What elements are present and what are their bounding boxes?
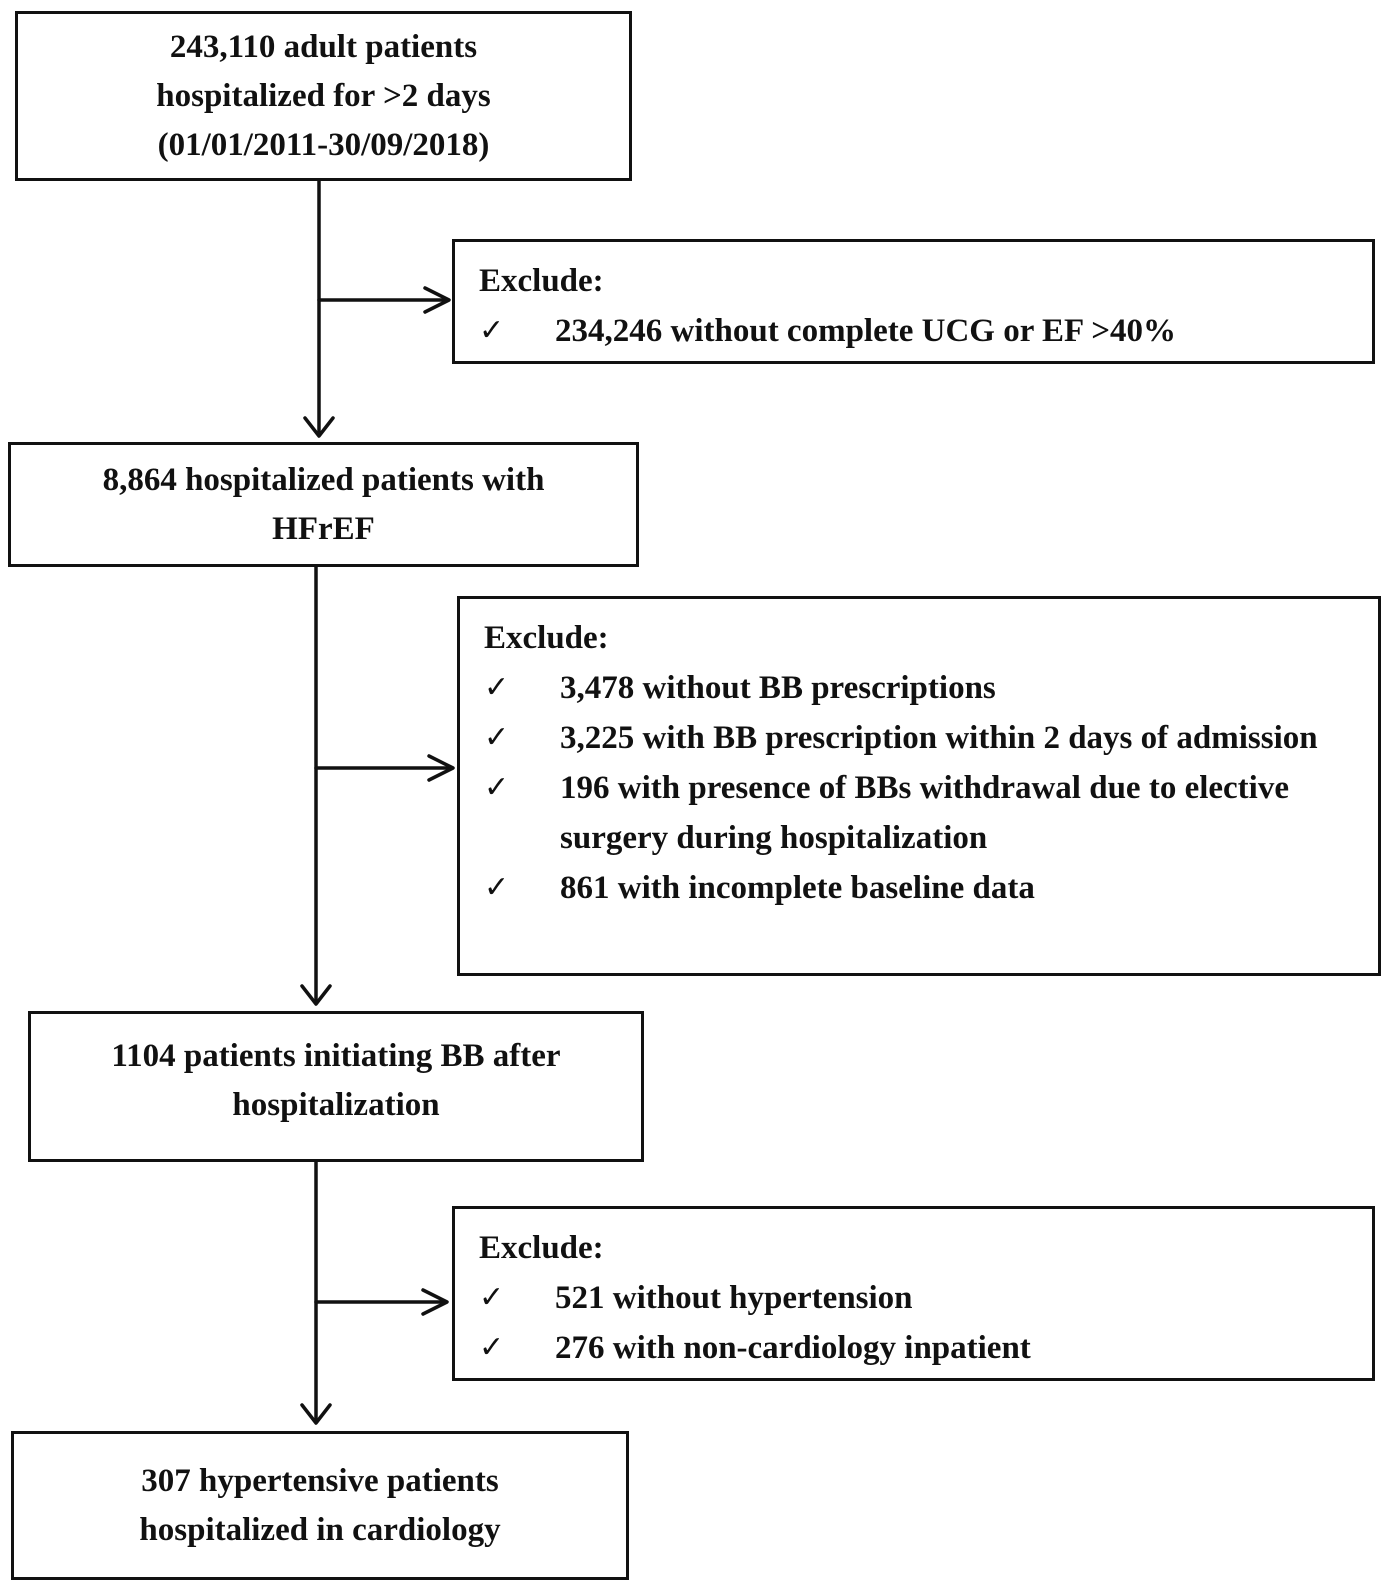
step3-line-2: hospitalization	[232, 1087, 440, 1123]
step3-line-1: 1104 patients initiating BB after	[111, 1038, 561, 1074]
exclusion1-box: Exclude: ✓ 234,246 without complete UCG …	[452, 239, 1375, 364]
exclusion1-title: Exclude:	[479, 263, 604, 299]
step1-line-2: hospitalized for >2 days	[156, 77, 491, 114]
check-icon: ✓	[484, 670, 510, 705]
arrowhead-step4	[300, 1403, 332, 1425]
check-icon: ✓	[484, 870, 510, 905]
arrowhead-exclusion1	[423, 286, 451, 314]
exclusion2-item: ✓ 3,225 with BB prescription within 2 da…	[484, 713, 1358, 763]
step4-box: 307 hypertensive patients hospitalized i…	[11, 1431, 629, 1580]
exclusion2-item: ✓ 861 with incomplete baseline data	[484, 863, 1358, 913]
step2-box: 8,864 hospitalized patients with HFrEF	[8, 442, 639, 567]
arrowhead-exclusion3	[421, 1288, 449, 1316]
exclusion2-title: Exclude:	[484, 620, 609, 656]
exclusion1-item: ✓ 234,246 without complete UCG or EF >40…	[479, 306, 1352, 356]
check-icon: ✓	[479, 313, 505, 348]
exclusion3-item-text: 521 without hypertension	[555, 1280, 913, 1316]
exclusion1-item-text: 234,246 without complete UCG or EF >40%	[555, 313, 1177, 349]
exclusion2-item: ✓ 196 with presence of BBs withdrawal du…	[484, 763, 1358, 863]
arrowhead-step2	[303, 416, 335, 438]
step2-line-2: HFrEF	[272, 510, 375, 547]
exclusion2-box: Exclude: ✓ 3,478 without BB prescription…	[457, 596, 1381, 976]
exclusion3-box: Exclude: ✓ 521 without hypertension ✓ 27…	[452, 1206, 1375, 1381]
step1-line-3: (01/01/2011-30/09/2018)	[157, 126, 490, 163]
exclusion2-item-text: 3,478 without BB prescriptions	[560, 670, 996, 706]
exclusion2-item-text: 3,225 with BB prescription within 2 days…	[560, 720, 1318, 756]
step4-line-2: hospitalized in cardiology	[139, 1511, 501, 1548]
check-icon: ✓	[479, 1330, 505, 1365]
check-icon: ✓	[484, 720, 510, 755]
exclusion3-title: Exclude:	[479, 1230, 604, 1266]
check-icon: ✓	[484, 770, 510, 805]
check-icon: ✓	[479, 1280, 505, 1315]
step3-box: 1104 patients initiating BB after hospit…	[28, 1011, 644, 1162]
exclusion2-item: ✓ 3,478 without BB prescriptions	[484, 663, 1358, 713]
step2-line-1: 8,864 hospitalized patients with	[102, 461, 545, 498]
exclusion2-item-text: 196 with presence of BBs withdrawal due …	[560, 770, 1289, 856]
exclusion2-item-text: 861 with incomplete baseline data	[560, 870, 1035, 906]
step1-line-1: 243,110 adult patients	[169, 28, 478, 65]
arrowhead-step3	[300, 984, 332, 1006]
exclusion3-item: ✓ 276 with non-cardiology inpatient	[479, 1323, 1352, 1373]
exclusion3-item-text: 276 with non-cardiology inpatient	[555, 1330, 1031, 1366]
step1-box: 243,110 adult patients hospitalized for …	[15, 11, 632, 181]
exclusion3-item: ✓ 521 without hypertension	[479, 1273, 1352, 1323]
arrowhead-exclusion2	[427, 754, 455, 782]
step4-line-1: 307 hypertensive patients	[141, 1462, 499, 1499]
